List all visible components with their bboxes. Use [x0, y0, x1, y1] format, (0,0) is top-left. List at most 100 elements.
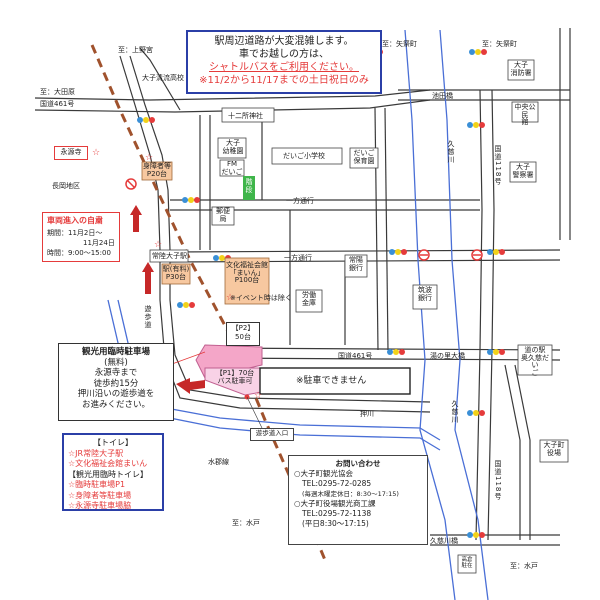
road-label: 国道461号 [40, 100, 75, 108]
place-label: 高倉 駐在 [461, 557, 473, 570]
place-label: 大子町 役場 [543, 441, 565, 457]
legend-line: ☆永源寺駐車場脇 [68, 501, 132, 510]
road-line [34, 89, 431, 101]
star-icon: ☆ [145, 153, 153, 163]
road-label: 至：上野宮 [118, 46, 153, 54]
road-label: 一方通行 [286, 197, 314, 205]
bldg-townhall [539, 439, 569, 463]
place-label: だいご小学校 [283, 152, 325, 160]
river-kuji [404, 29, 456, 600]
place-label: 池田橋 [432, 92, 453, 100]
road-label: 国道461号 [338, 352, 373, 360]
legend-line: 【トイレ】 [93, 438, 133, 447]
place-label: 筑波 銀行 [418, 286, 432, 302]
road-line [129, 55, 431, 403]
bldg-station-parking [161, 263, 191, 285]
bldg-elementary [271, 147, 343, 165]
eiganji-label: 永源寺 [60, 148, 82, 156]
contact-tel-2: TEL:0295-72-1138 [302, 509, 372, 518]
place-label: 久慈川 [447, 140, 455, 164]
place-label: 大子清流高校 [142, 74, 184, 82]
road-line [374, 107, 379, 351]
road-line [119, 55, 431, 413]
contact-title: お問い合わせ [335, 459, 381, 468]
bldg-fire [507, 59, 535, 81]
legend-line: ☆身障者等駐車場 [68, 490, 132, 500]
place-label: 大子 消防署 [510, 61, 532, 77]
road-line [384, 107, 389, 351]
contact-box: お問い合わせ ○大子町観光協会 TEL:0295-72-0285 (毎週木曜定休… [288, 455, 428, 545]
bldg-nursery [349, 147, 379, 169]
road-label: 至：水戸 [510, 562, 538, 570]
parking-line-6: お進みください。 [81, 399, 150, 410]
place-label: 労働 金庫 [302, 291, 316, 307]
legend-line: ☆文化福祉会館まいん [68, 459, 148, 468]
contact-org-2: ○大子町役場観光商工課 [294, 499, 376, 508]
parking-line-4: 徒歩約15分 [93, 378, 139, 389]
arrow-left [176, 378, 205, 394]
place-label: 中央公民 館 [514, 103, 536, 127]
entrance-label: 遊歩道入口 [255, 429, 289, 437]
stairs-green [243, 176, 255, 200]
p2-count: 50台 [235, 333, 251, 341]
closure-period-b: 11月24日 [83, 239, 115, 247]
p1-area [204, 367, 263, 396]
road-line [139, 47, 181, 111]
place-label: 駅(有料) P30台 [162, 265, 190, 281]
place-label: 久慈川橋 [430, 537, 458, 545]
legend-line: ☆JR常陸大子駅 [68, 448, 124, 458]
place-label: 湯の里大橋 [430, 352, 465, 360]
road-line [475, 89, 483, 541]
bldg-station [149, 249, 189, 263]
place-label: 常陽 銀行 [349, 256, 363, 272]
closure-time: 時間：9:00～15:00 [47, 249, 111, 257]
no-entry-signs [125, 178, 483, 261]
closure-title: 車両進入の自粛 [47, 216, 103, 225]
place-label: 押川 [360, 410, 374, 418]
eiganji-box: 永源寺 [54, 146, 88, 160]
star-icon: ☆ [154, 240, 162, 250]
place-label: だいご 保育園 [353, 149, 375, 165]
p2-label: 【P2】 [231, 324, 255, 332]
place-label: ※イベント時は除く [230, 294, 292, 302]
road-label: 水郡線 [208, 458, 229, 466]
river-kuji [439, 29, 489, 600]
place-label: 長岡地区 [52, 182, 80, 190]
no-parking-label: ※駐車できません [296, 376, 367, 386]
bldg-kindergarten [217, 137, 247, 159]
bldg-michinoeki [517, 344, 553, 376]
closure-notice: 車両進入の自粛 期間：11月2日～ 11月24日 時間：9:00～15:00 [42, 212, 120, 262]
road-label: 一方通行 [284, 254, 312, 262]
entrance-box: 遊歩道入口 [250, 428, 294, 441]
notice-line-1: 駅周辺道路が大変混雑します。 [214, 36, 354, 47]
place-label: 身障者等 P20台 [143, 162, 171, 178]
p2-label-box: 【P2】 50台 [226, 322, 260, 346]
parking-line-1: 観光用臨時駐車場 [81, 347, 150, 357]
road-line [514, 364, 531, 540]
legend-line: ☆臨時駐車場P1 [68, 480, 126, 489]
bldg-labor [295, 289, 323, 313]
parking-line-3: 永源寺まで [94, 368, 138, 378]
bldg-juni-shrine [221, 107, 275, 123]
road-label: 至：大田原 [40, 88, 75, 96]
road-line [209, 357, 561, 361]
place-label: 久慈川 [451, 400, 459, 424]
road-label: 至：矢祭町 [482, 40, 517, 48]
contact-tel-1: TEL:0295-72-0285 [302, 479, 372, 488]
road-line [504, 364, 521, 540]
place-label: 文化福祉会館 「まいん」 P100台 [226, 261, 268, 285]
road-label: 至：矢祭町 [382, 40, 417, 48]
road-label: 至：水戸 [232, 519, 260, 527]
place-label: 大子 警察署 [512, 163, 534, 179]
temp-parking-info: 観光用臨時駐車場 (無料) 永源寺まで 徒歩約15分 押川沿いの遊歩道を お進み… [58, 343, 174, 421]
congestion-notice: 駅周辺道路が大変混雑します。 車でお越しの方は、 シャトルバスをご利用ください。… [186, 30, 382, 94]
place-label: 道の駅 奥久慈だい ご [521, 346, 549, 378]
notice-line-2: 車でお越しの方は、 [239, 49, 329, 60]
traffic-lights [137, 49, 505, 538]
contact-org-1: ○大子町観光協会 [294, 469, 354, 478]
road-label: 国道118号 [494, 460, 502, 501]
road-line [487, 89, 495, 541]
contact-hours-1: (毎週木曜定休日：8:30～17:15) [302, 490, 399, 498]
bldg-bunka [224, 257, 270, 305]
